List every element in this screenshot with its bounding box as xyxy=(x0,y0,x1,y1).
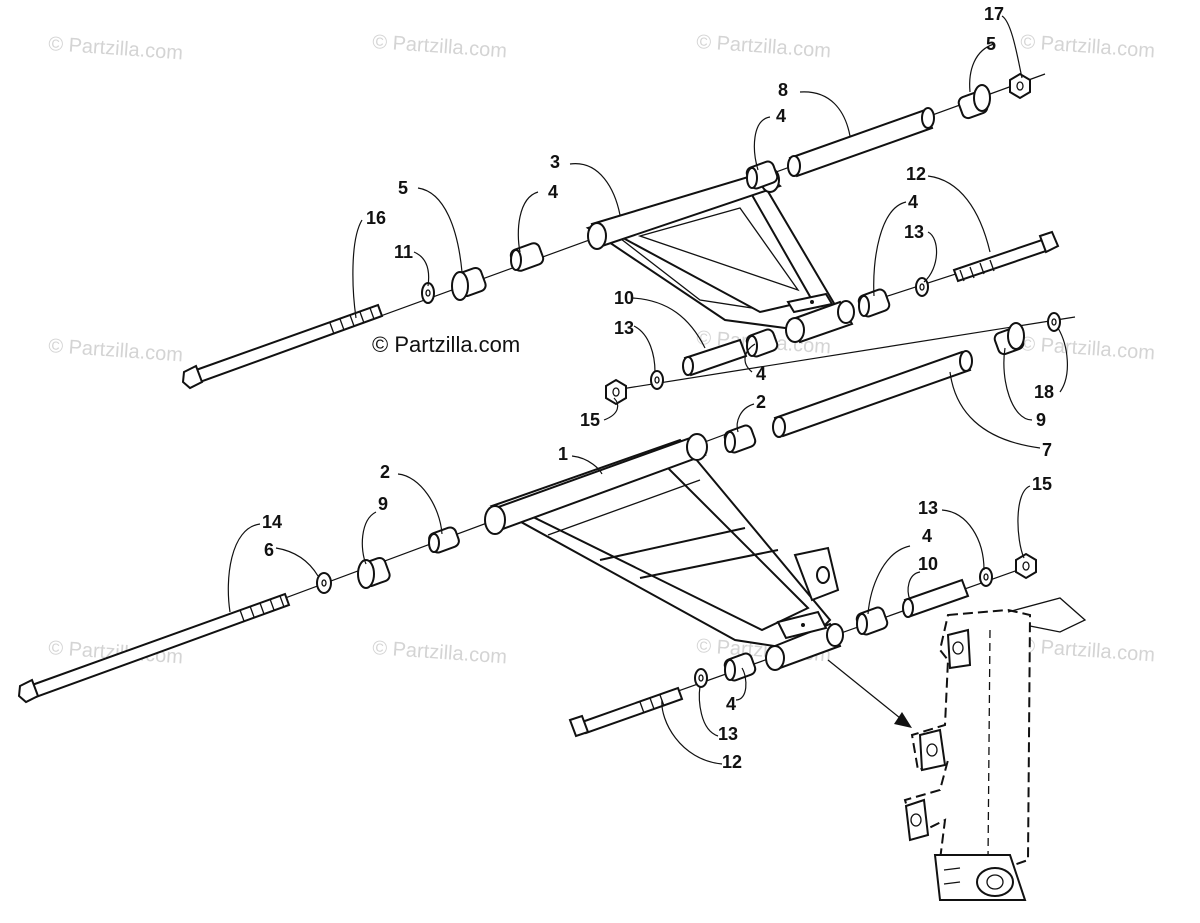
callout-4: 4 xyxy=(756,364,766,384)
callout-13: 13 xyxy=(904,222,924,242)
callout-13: 13 xyxy=(614,318,634,338)
callout-15: 15 xyxy=(1032,474,1052,494)
callout-13: 13 xyxy=(918,498,938,518)
callout-11: 11 xyxy=(394,242,413,262)
callout-6: 6 xyxy=(264,540,274,560)
callout-12: 12 xyxy=(722,752,742,772)
callout-17: 17 xyxy=(984,4,1004,24)
callout-10: 10 xyxy=(614,288,634,308)
bolt-12-lower xyxy=(568,686,684,738)
callout-5: 5 xyxy=(398,178,408,198)
callout-4: 4 xyxy=(922,526,932,546)
callout-14: 14 xyxy=(262,512,282,532)
bolt-12-upper xyxy=(952,230,1060,283)
shaft-10-upper xyxy=(682,338,748,377)
callout-9: 9 xyxy=(378,494,388,514)
flanged-bushings xyxy=(357,84,1025,589)
spindle-reference xyxy=(903,597,1087,901)
bolt-16 xyxy=(181,303,384,390)
callout-2: 2 xyxy=(380,462,390,482)
partzilla-watermark: © Partzilla.com xyxy=(372,332,520,357)
callout-4: 4 xyxy=(726,694,736,714)
watermark: © Partzilla.com xyxy=(48,33,184,64)
lower-a-arm xyxy=(484,433,844,671)
callout-1: 1 xyxy=(558,444,568,464)
upper-a-arm xyxy=(585,167,855,344)
callout-4: 4 xyxy=(776,106,786,126)
leader-lines xyxy=(227,15,1068,765)
watermark: © Partzilla.com xyxy=(1020,31,1156,62)
callout-10: 10 xyxy=(918,554,938,574)
bushings xyxy=(428,160,891,682)
watermark: © Partzilla.com xyxy=(48,335,184,366)
bolt-14 xyxy=(17,592,291,704)
callout-16: 16 xyxy=(366,208,386,228)
watermark: © Partzilla.com xyxy=(372,637,508,668)
installation-arrow xyxy=(827,659,912,728)
watermark: © Partzilla.com xyxy=(1020,333,1156,364)
callout-4: 4 xyxy=(908,192,918,212)
callout-8: 8 xyxy=(778,80,788,100)
callout-5: 5 xyxy=(986,34,996,54)
washers-and-nuts xyxy=(316,72,1061,688)
callout-18: 18 xyxy=(1034,382,1054,402)
callout-15: 15 xyxy=(580,410,600,430)
watermark: © Partzilla.com xyxy=(372,31,508,62)
callout-9: 9 xyxy=(1036,410,1046,430)
shaft-10-lower xyxy=(902,578,970,618)
callout-12: 12 xyxy=(906,164,926,184)
watermark: © Partzilla.com xyxy=(696,31,832,62)
shaft-7 xyxy=(772,350,973,438)
callout-4: 4 xyxy=(548,182,558,202)
callout-2: 2 xyxy=(756,392,766,412)
callout-7: 7 xyxy=(1042,440,1052,460)
callout-labels: 17 5 8 4 3 4 5 16 11 12 4 13 10 13 4 15 … xyxy=(262,4,1054,772)
callout-3: 3 xyxy=(550,152,560,172)
shaft-8 xyxy=(787,107,935,178)
callout-13: 13 xyxy=(718,724,738,744)
watermark: © Partzilla.com xyxy=(1020,635,1156,666)
